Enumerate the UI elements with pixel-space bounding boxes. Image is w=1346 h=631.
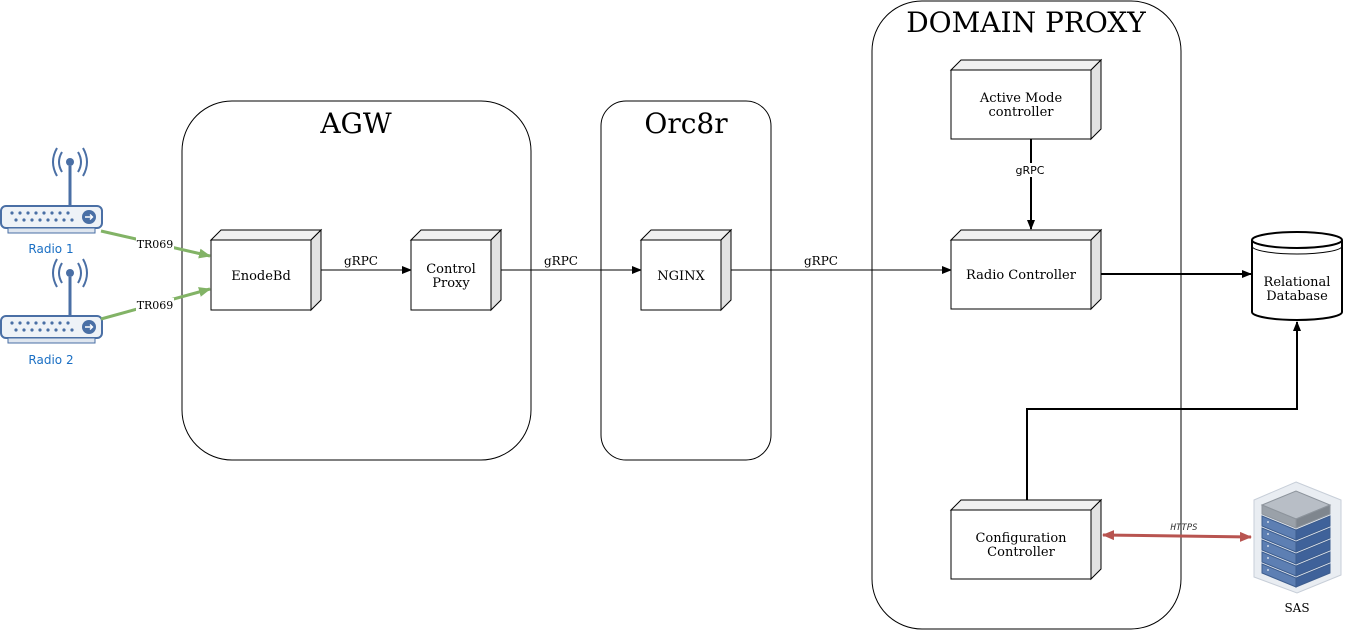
radio-1-label: Radio 1: [28, 242, 73, 256]
radio-1: Radio 1: [0, 147, 103, 256]
grpc-label-enodebd-proxy: gRPC: [344, 254, 378, 268]
active-mode-controller-box: Active Mode controller: [949, 58, 1103, 141]
active-mode-label-line2: controller: [989, 105, 1055, 120]
control-proxy-label-line2: Proxy: [432, 276, 470, 291]
domain-proxy-container: DOMAIN PROXY: [871, 0, 1182, 630]
server-rack-icon: [1253, 481, 1342, 594]
router-icon: [0, 147, 103, 234]
database-label-line1: Relational: [1264, 275, 1331, 290]
agw-container: AGW: [181, 100, 532, 461]
domain-proxy-title: DOMAIN PROXY: [906, 6, 1146, 39]
nginx-label: NGINX: [657, 269, 705, 284]
radio-2-label: Radio 2: [28, 353, 73, 367]
control-proxy-label-line1: Control: [426, 262, 476, 277]
configuration-controller-box: Configuration Controller: [949, 498, 1103, 581]
sas: SAS: [1253, 481, 1342, 615]
edge-tr069-radio2: TR069: [100, 287, 211, 321]
nginx-box: NGINX: [639, 228, 733, 312]
configuration-controller-label-line1: Configuration: [975, 531, 1067, 546]
enodebd-label: EnodeBd: [231, 269, 291, 284]
edge-configuration-controller-database: [1026, 321, 1301, 500]
edge-enodebd-control-proxy: gRPC: [321, 254, 412, 274]
edge-control-proxy-nginx: gRPC: [501, 254, 642, 274]
edge-configuration-controller-sas: HTTPS: [1102, 523, 1252, 542]
edge-tr069-radio1: TR069: [100, 229, 211, 259]
configuration-controller-label-line2: Controller: [987, 545, 1055, 560]
enodebd-box: EnodeBd: [209, 228, 323, 312]
tr069-label-2: TR069: [137, 299, 174, 312]
grpc-label-active-radio: gRPC: [1016, 164, 1045, 177]
control-proxy-box: Control Proxy: [409, 228, 503, 312]
grpc-label-proxy-nginx: gRPC: [544, 254, 578, 268]
database-icon: [1251, 231, 1343, 321]
active-mode-label-line1: Active Mode: [979, 91, 1063, 106]
agw-title: AGW: [319, 107, 392, 140]
database-label-line2: Database: [1266, 289, 1328, 304]
radio-controller-label: Radio Controller: [966, 268, 1077, 283]
https-label: HTTPS: [1169, 523, 1198, 533]
grpc-label-nginx-radio: gRPC: [804, 254, 838, 268]
sas-label: SAS: [1284, 601, 1309, 615]
radio-controller-box: Radio Controller: [949, 228, 1103, 311]
router-icon: [0, 258, 103, 344]
relational-database: Relational Database: [1251, 231, 1343, 321]
tr069-label-1: TR069: [137, 238, 174, 251]
edge-active-mode-radio-controller: gRPC: [1010, 139, 1052, 230]
orc8r-title: Orc8r: [644, 107, 728, 140]
edge-nginx-radio-controller: gRPC: [731, 254, 952, 274]
radio-2: Radio 2: [0, 258, 103, 367]
